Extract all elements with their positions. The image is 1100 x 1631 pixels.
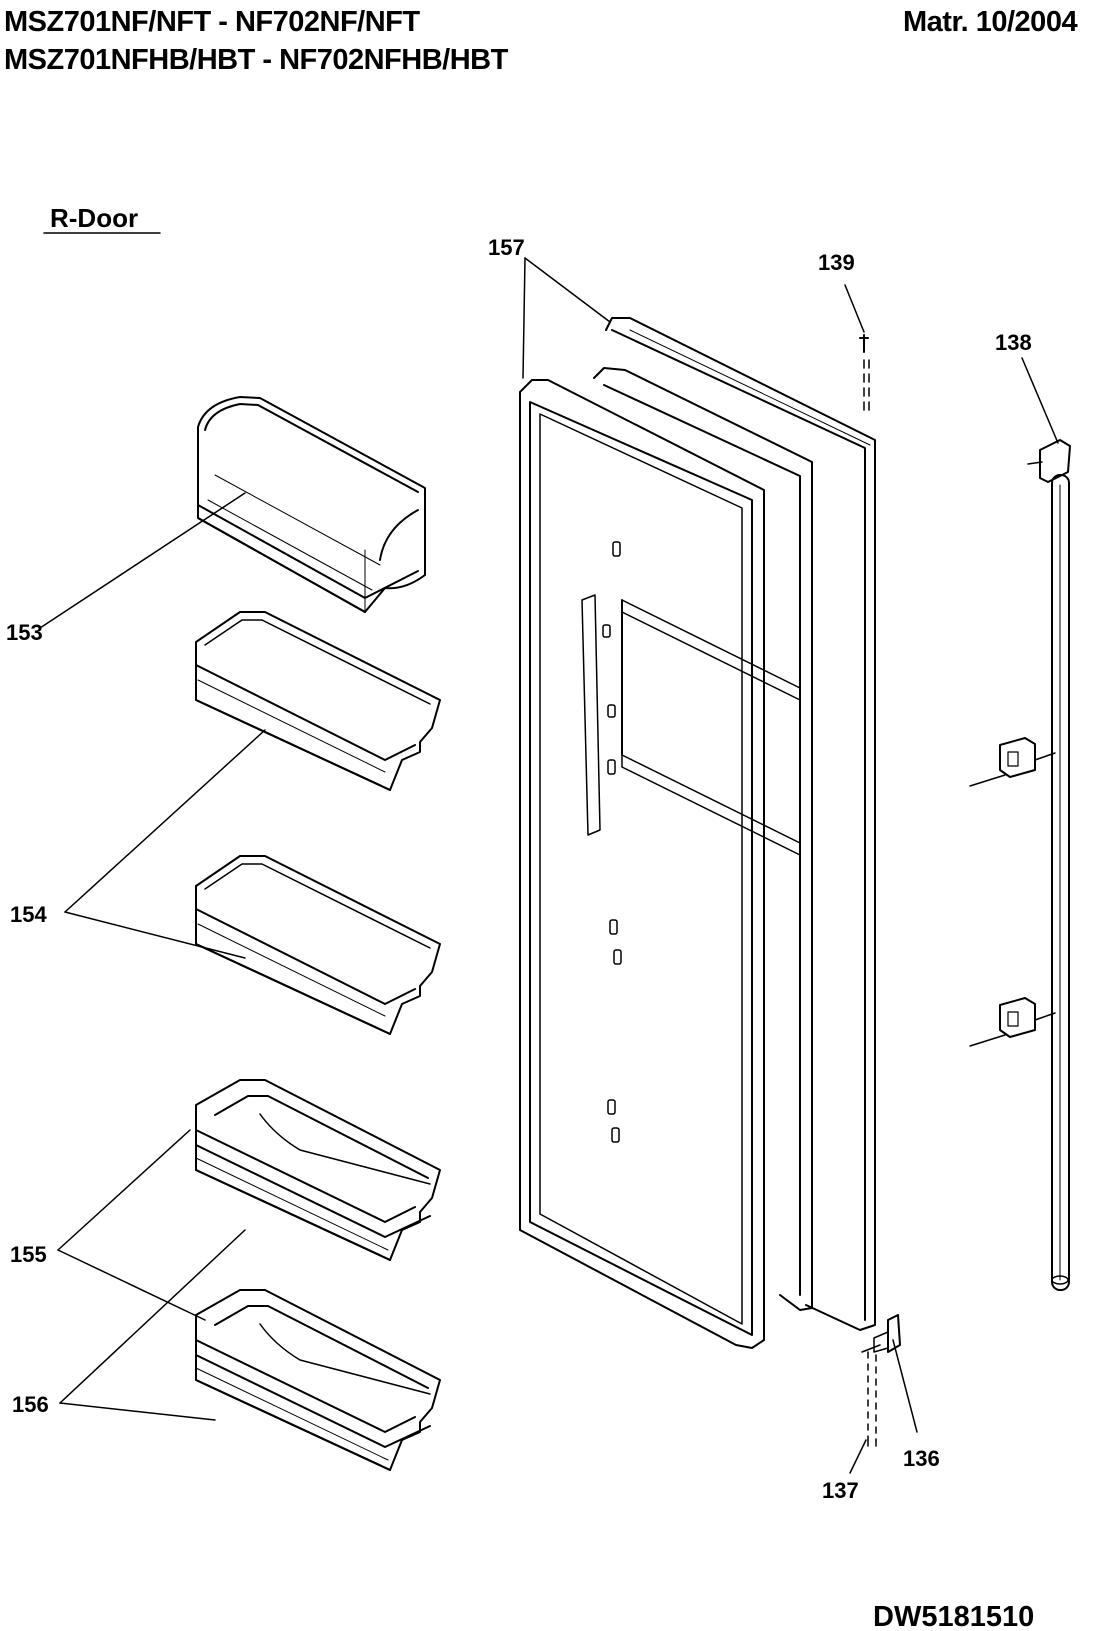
door-157 bbox=[519, 317, 876, 1349]
leader-139 bbox=[844, 284, 865, 333]
callout-137: 137 bbox=[822, 1478, 859, 1503]
bin-156 bbox=[195, 1289, 441, 1471]
leader-136 bbox=[892, 1339, 918, 1433]
date-label: Matr. 10/2004 bbox=[903, 6, 1078, 38]
callout-138: 138 bbox=[995, 330, 1032, 355]
pin-137 bbox=[867, 1351, 877, 1447]
leader-lines bbox=[39, 257, 1059, 1474]
drawing-number: DW5181510 bbox=[873, 1601, 1034, 1631]
leader-137 bbox=[849, 1439, 867, 1474]
leader-138 bbox=[1021, 357, 1059, 444]
screw-139 bbox=[859, 334, 870, 416]
callout-155: 155 bbox=[10, 1242, 47, 1267]
callout-156: 156 bbox=[12, 1392, 49, 1417]
leader-157-b bbox=[522, 257, 526, 379]
bin-155 bbox=[195, 1079, 441, 1261]
callout-154: 154 bbox=[10, 902, 47, 927]
callout-153: 153 bbox=[6, 620, 43, 645]
leader-156-b bbox=[59, 1402, 216, 1421]
leader-155-b bbox=[57, 1249, 206, 1321]
bin-154-lower bbox=[195, 855, 441, 1035]
leader-154-b bbox=[64, 911, 246, 959]
handle-138 bbox=[969, 439, 1071, 1291]
bin-154-upper bbox=[195, 611, 441, 791]
leader-155-a bbox=[57, 1129, 191, 1251]
model-line-1: MSZ701NF/NFT - NF702NF/NFT bbox=[4, 6, 420, 38]
leader-153 bbox=[39, 492, 246, 629]
leader-156-a bbox=[59, 1229, 246, 1404]
section-title: R-Door bbox=[50, 203, 138, 233]
callout-139: 139 bbox=[818, 250, 855, 275]
bin-153 bbox=[197, 396, 426, 613]
hinge-136 bbox=[861, 1314, 901, 1353]
leader-157-a bbox=[524, 257, 611, 323]
leader-154-a bbox=[64, 729, 266, 913]
model-line-2: MSZ701NFHB/HBT - NF702NFHB/HBT bbox=[4, 44, 508, 76]
callout-157: 157 bbox=[488, 235, 525, 260]
callout-136: 136 bbox=[903, 1446, 940, 1471]
